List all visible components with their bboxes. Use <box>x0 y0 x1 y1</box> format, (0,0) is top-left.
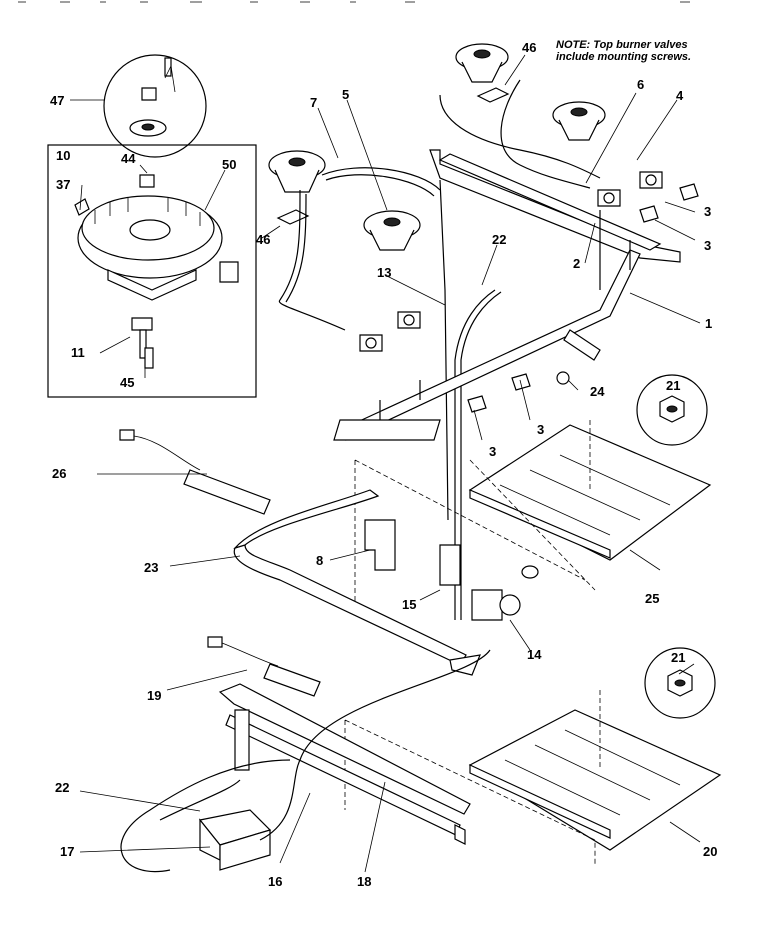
label-46-top: 46 <box>522 40 537 55</box>
bracket-8 <box>364 519 396 571</box>
label-24: 24 <box>590 384 605 399</box>
valve-17 <box>198 709 272 871</box>
nut-21-bottom <box>667 669 693 697</box>
leader-lines <box>70 54 701 873</box>
label-3-b: 3 <box>704 238 712 253</box>
label-1: 1 <box>705 316 713 331</box>
valve-bracket-2 <box>333 419 441 441</box>
burner-valves <box>359 171 699 413</box>
screw-and-spacer-47 <box>129 57 176 137</box>
burner-base-50 <box>74 174 239 369</box>
note-line-2: include mounting screws. <box>556 51 692 63</box>
label-44: 44 <box>121 151 136 166</box>
broil-burner-18 <box>218 683 471 845</box>
label-15: 15 <box>402 597 417 612</box>
bracket-15 <box>439 544 461 586</box>
label-3-c: 3 <box>537 422 545 437</box>
burner-head-left-front <box>363 210 421 251</box>
note-top-burner-valves: NOTE: Top burner valves include mounting… <box>556 39 691 63</box>
detail-circle-21-top <box>636 374 708 446</box>
label-17: 17 <box>60 844 75 859</box>
label-10: 10 <box>56 148 71 163</box>
label-46-left: 46 <box>256 232 271 247</box>
label-3-a: 3 <box>704 204 712 219</box>
label-37: 37 <box>56 177 71 192</box>
label-20: 20 <box>703 844 718 859</box>
burner-head-right-front <box>552 101 606 141</box>
label-18: 18 <box>357 874 372 889</box>
label-16: 16 <box>268 874 283 889</box>
bracket-legs <box>379 210 631 420</box>
bracket-46 <box>276 87 510 225</box>
burner-head-left-rear <box>268 150 326 193</box>
label-5: 5 <box>342 87 350 102</box>
label-25: 25 <box>645 591 660 606</box>
detail-box-10 <box>47 144 257 398</box>
alignment-lines <box>344 420 601 865</box>
manifold-pipe-1 <box>339 149 681 441</box>
burner-head-right-rear <box>455 43 509 83</box>
label-19: 19 <box>147 688 162 703</box>
label-13: 13 <box>377 265 392 280</box>
label-7: 7 <box>310 95 318 110</box>
detail-circle-47 <box>103 54 207 158</box>
label-6: 6 <box>637 77 645 92</box>
label-11: 11 <box>71 345 85 360</box>
label-22-bottom: 22 <box>55 780 70 795</box>
baffle-20 <box>468 709 722 851</box>
note-line-1: NOTE: Top burner valves <box>556 39 688 51</box>
oven-burner-23 <box>233 489 481 676</box>
baffle-25 <box>468 424 712 561</box>
label-4: 4 <box>676 88 684 103</box>
label-22-top: 22 <box>492 232 507 247</box>
detail-circle-21-bottom <box>644 647 716 719</box>
safety-valve-14 <box>471 565 539 621</box>
label-21-bottom: 21 <box>671 650 686 665</box>
label-21-top: 21 <box>666 378 681 393</box>
label-26: 26 <box>52 466 67 481</box>
label-14: 14 <box>527 647 542 662</box>
gas-tubing <box>278 79 601 620</box>
label-23: 23 <box>144 560 159 575</box>
igniter-19 <box>207 636 321 697</box>
label-47: 47 <box>50 93 65 108</box>
label-8: 8 <box>316 553 324 568</box>
label-2: 2 <box>573 256 581 271</box>
igniter-26 <box>119 429 271 515</box>
tubes-16-22 <box>120 649 491 873</box>
label-3-d: 3 <box>489 444 497 459</box>
orifice-24 <box>556 329 601 385</box>
label-45: 45 <box>120 375 135 390</box>
label-50: 50 <box>222 157 237 172</box>
nut-21-top <box>659 395 685 423</box>
